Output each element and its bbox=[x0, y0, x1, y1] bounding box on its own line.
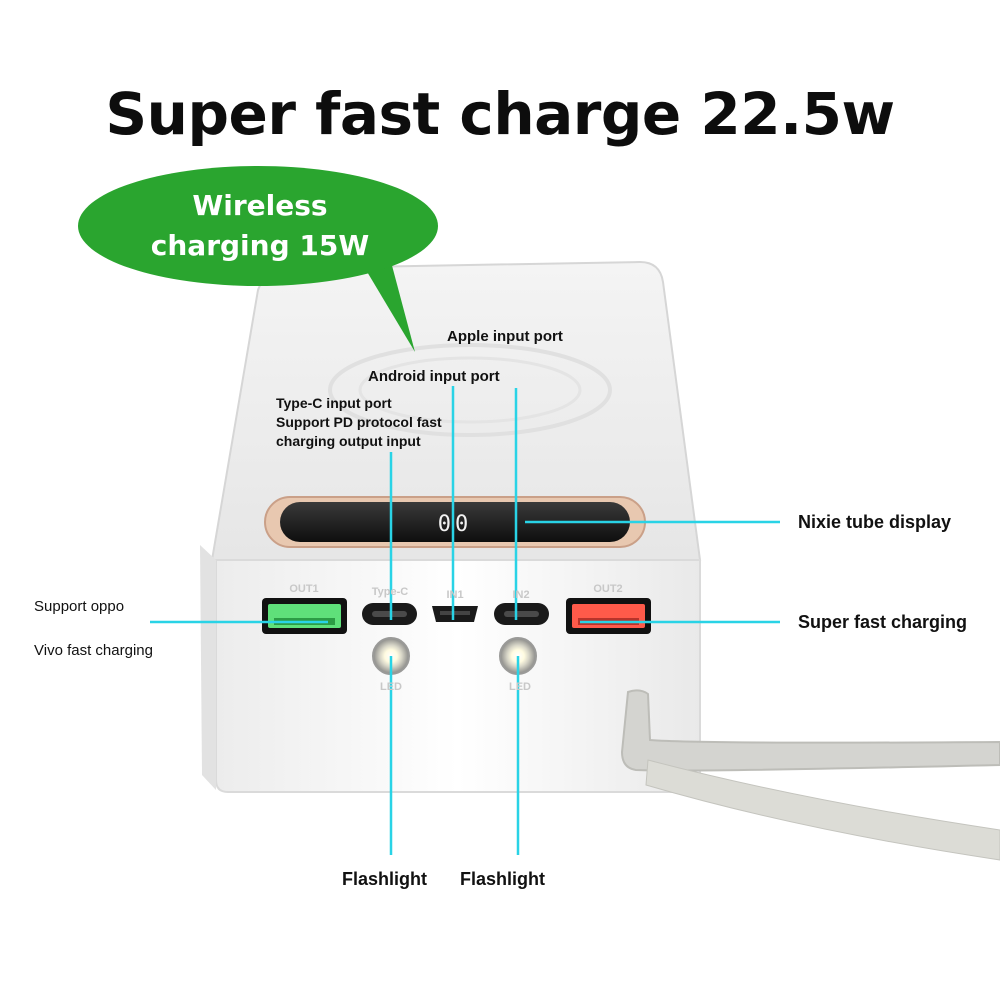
wireless-ring-inner bbox=[358, 356, 582, 424]
power-bank-body bbox=[200, 260, 702, 793]
nixie-display-screen bbox=[280, 502, 630, 542]
port-out2 bbox=[566, 598, 651, 634]
display-digits: 00 bbox=[438, 512, 473, 537]
bubble-text: Wireless charging 15W bbox=[100, 186, 420, 266]
port-label-out2: OUT2 bbox=[593, 583, 622, 595]
bubble-line-1: Wireless bbox=[192, 189, 328, 222]
port-label-out1: OUT1 bbox=[289, 583, 318, 595]
bubble-line-2: charging 15W bbox=[150, 229, 370, 262]
led-label-right: LED bbox=[509, 681, 531, 693]
callout-lines bbox=[150, 386, 780, 855]
port-micro-usb bbox=[432, 606, 478, 622]
label-type-c-line-2: Support PD protocol fast bbox=[276, 414, 442, 430]
port-lightning bbox=[494, 603, 549, 625]
label-flashlight-left: Flashlight bbox=[342, 869, 427, 889]
port-label-lightning: IN2 bbox=[512, 589, 529, 601]
led-label-left: LED bbox=[380, 681, 402, 693]
wireless-ring-outer bbox=[328, 343, 612, 437]
port-out1 bbox=[262, 598, 347, 634]
label-flashlight-right: Flashlight bbox=[460, 869, 545, 889]
page-title: Super fast charge 22.5w bbox=[105, 80, 895, 148]
label-type-c-line-3: charging output input bbox=[276, 433, 421, 449]
label-vivo-fast-charging: Vivo fast charging bbox=[34, 642, 153, 659]
wireless-speech-bubble bbox=[78, 166, 438, 352]
label-nixie-display: Nixie tube display bbox=[798, 512, 952, 532]
label-type-c-input: Type-C input port Support PD protocol fa… bbox=[276, 394, 442, 451]
label-super-fast-charging: Super fast charging bbox=[798, 612, 968, 632]
label-android-input: Android input port bbox=[368, 368, 500, 385]
label-support-oppo: Support oppo bbox=[34, 598, 125, 615]
port-type-c bbox=[362, 603, 417, 625]
port-label-micro: IN1 bbox=[446, 589, 463, 601]
label-type-c-line-1: Type-C input port bbox=[276, 395, 392, 411]
port-label-type-c: Type-C bbox=[372, 586, 409, 598]
label-apple-input: Apple input port bbox=[447, 328, 563, 345]
